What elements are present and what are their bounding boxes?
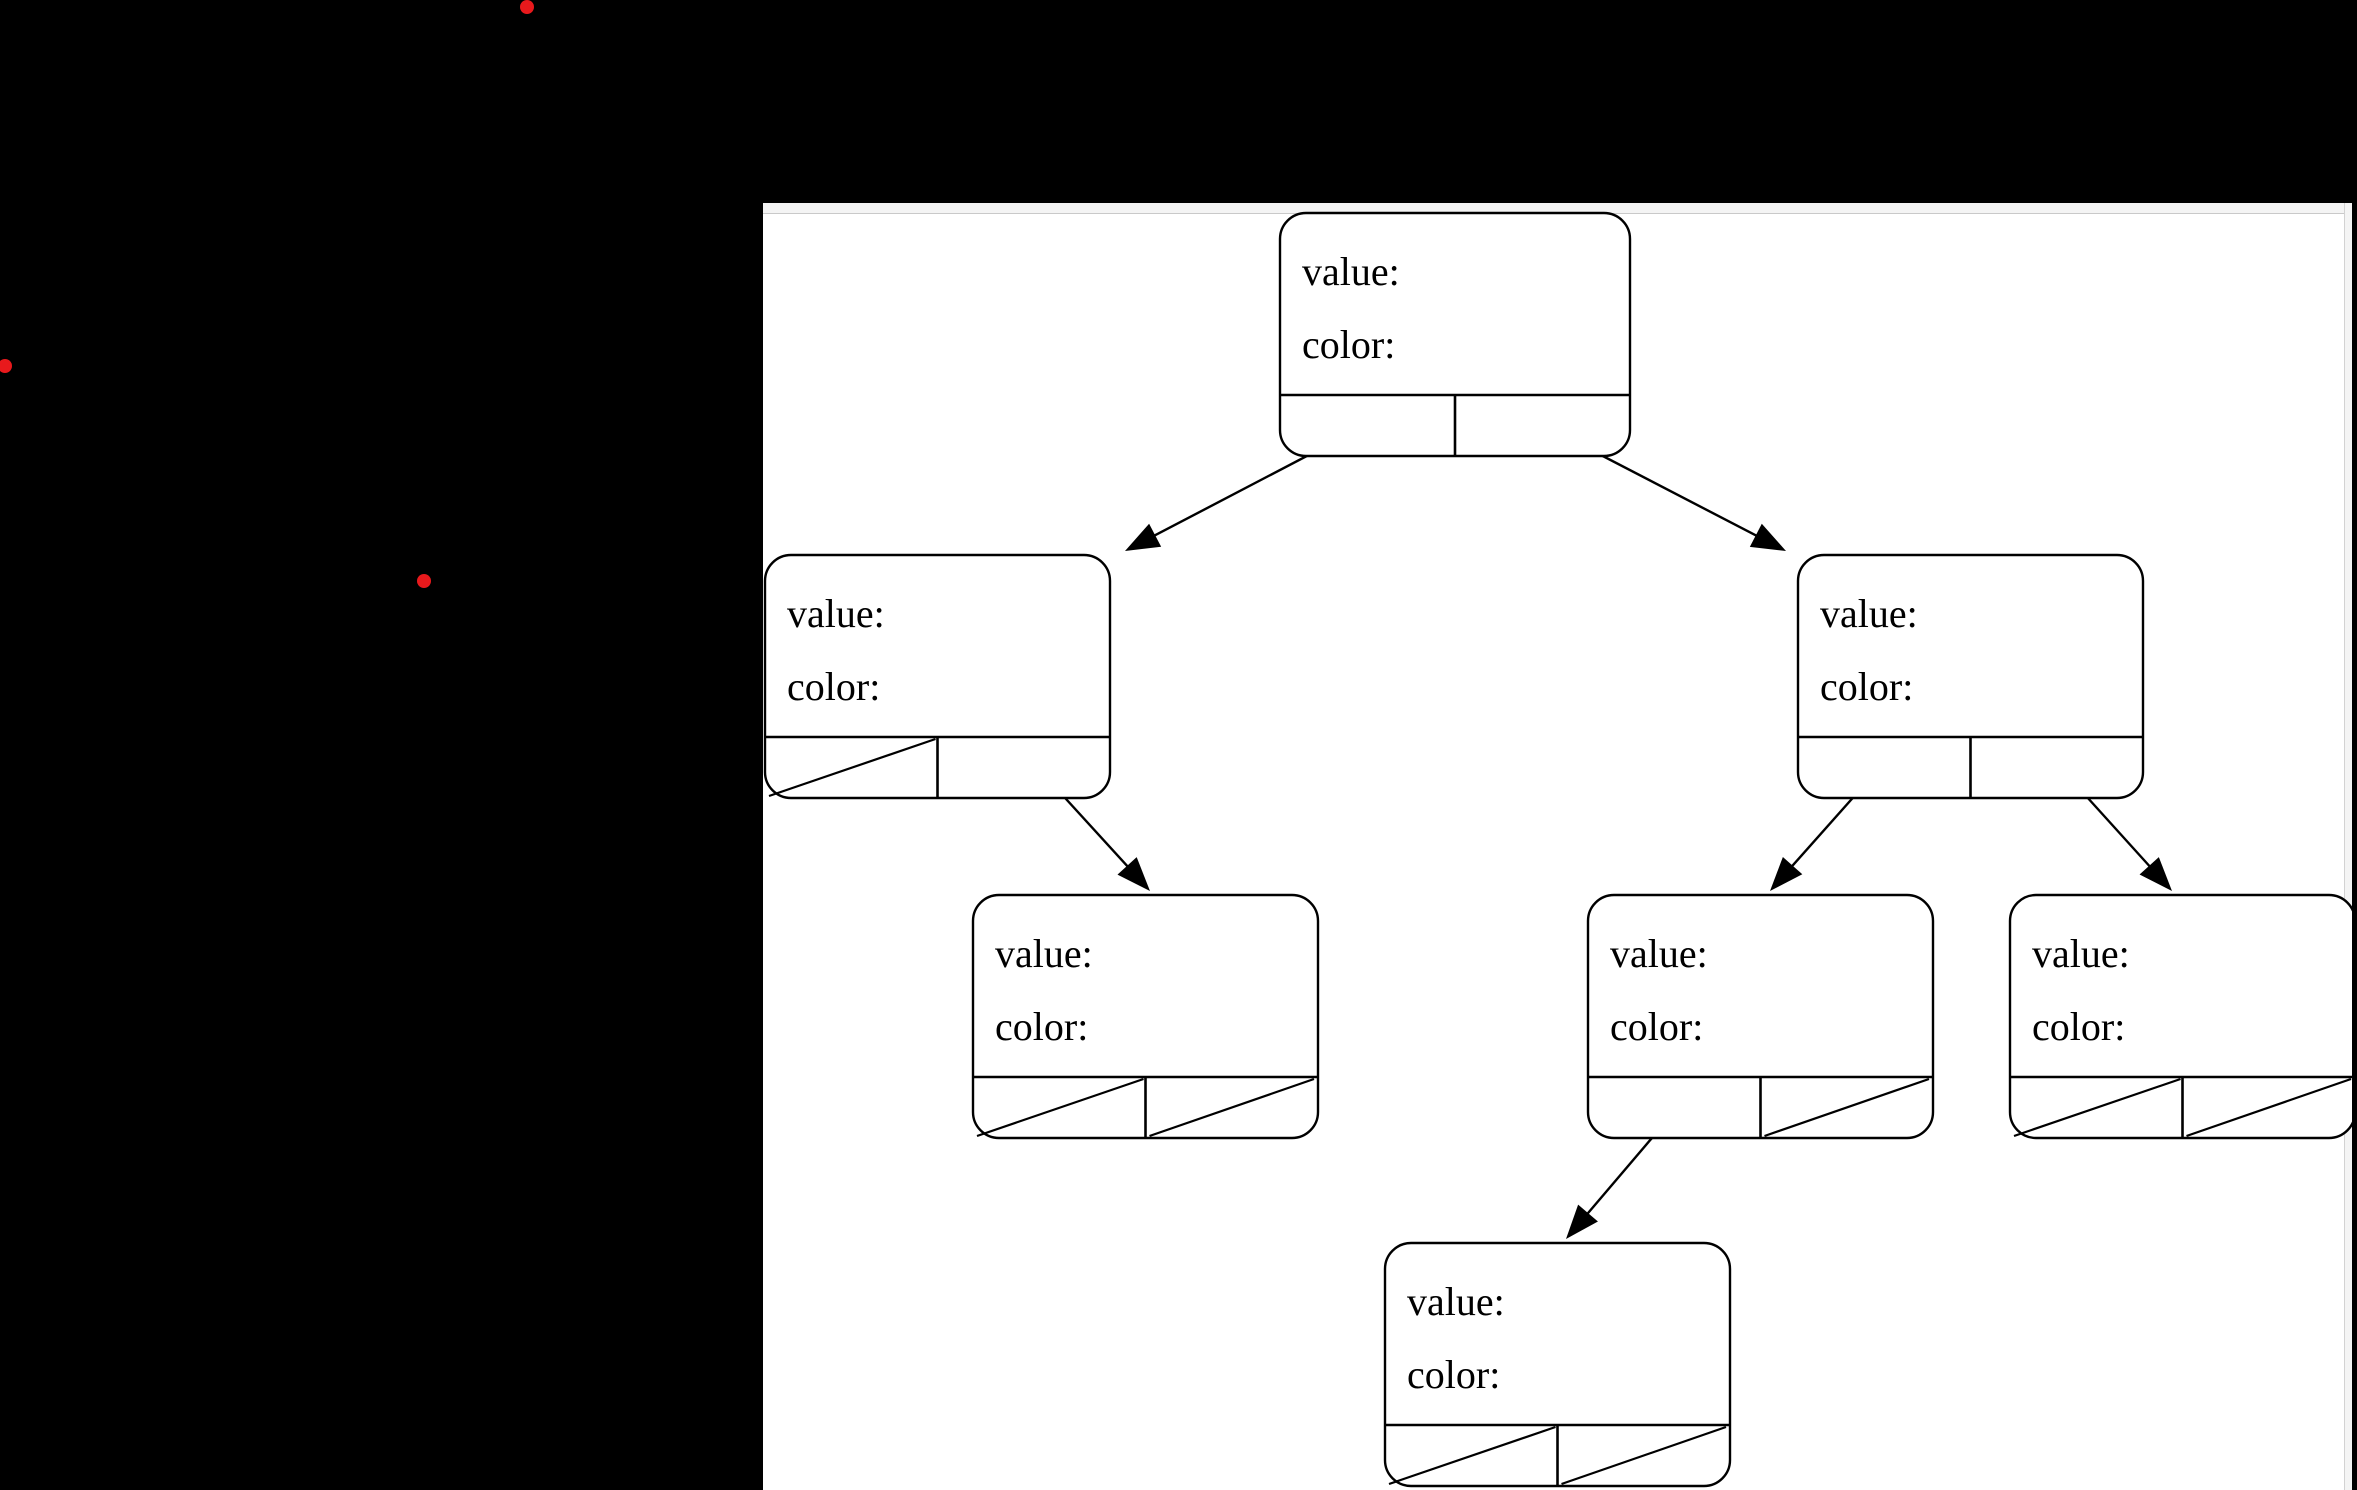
marker-dot-2 (0, 359, 12, 373)
tree-node-right-right-left-null-slash (2013, 1077, 2181, 1138)
tree-node-root-value-label: value: (1302, 249, 1400, 294)
tree-node-deep[interactable]: value: color: (1383, 1241, 1732, 1488)
tree-node-deep-right-null-slash (1561, 1425, 1727, 1486)
edge-left-to-leftright-arrowhead (1117, 857, 1150, 891)
tree-node-right-right-right-null-slash (2186, 1077, 2352, 1138)
diagram-canvas-panel[interactable]: value:color:value:color:value:color:valu… (763, 203, 2352, 1490)
tree-node-deep-color-label: color: (1407, 1352, 1500, 1397)
tree-node-left-right-right-null-slash (1149, 1077, 1315, 1138)
edge-root-to-left-arrowhead (1125, 523, 1162, 551)
tree-node-root-color-label: color: (1302, 322, 1395, 367)
edge-right-to-rightright-arrowhead (2139, 857, 2172, 891)
tree-node-right-right[interactable]: value: color: (2008, 893, 2352, 1140)
tree-nodes: value:color:value:color:value:color:valu… (763, 211, 2352, 1488)
tree-node-left-right[interactable]: value: color: (971, 893, 1320, 1140)
edge-root-to-right-arrowhead (1749, 523, 1786, 551)
tree-node-left-color-label: color: (787, 664, 880, 709)
tree-node-right-left-color-label: color: (1610, 1004, 1703, 1049)
edge-rightleft-to-deep-arrowhead (1566, 1204, 1598, 1239)
marker-dot-3 (417, 574, 431, 588)
tree-node-root[interactable]: value: color: (1278, 211, 1632, 458)
tree-node-left-right-value-label: value: (995, 931, 1093, 976)
tree-node-left-right-color-label: color: (995, 1004, 1088, 1049)
tree-node-right-left[interactable]: value: color: (1586, 893, 1935, 1140)
tree-node-right[interactable]: value: color: (1796, 553, 2145, 800)
tree-node-right-right-color-label: color: (2032, 1004, 2125, 1049)
binary-tree-diagram: value:color:value:color:value:color:valu… (763, 211, 2352, 1488)
tree-node-left[interactable]: value: color: (763, 553, 1112, 800)
tree-node-deep-left-null-slash (1388, 1425, 1556, 1486)
tree-node-right-right-value-label: value: (2032, 931, 2130, 976)
edge-right-to-rightleft-arrowhead (1770, 856, 1803, 891)
tree-node-right-left-value-label: value: (1610, 931, 1708, 976)
tree-node-deep-value-label: value: (1407, 1279, 1505, 1324)
vertical-scrollbar[interactable] (2344, 203, 2352, 1490)
tree-node-left-left-null-slash (768, 737, 936, 798)
tree-node-left-value-label: value: (787, 591, 885, 636)
tree-node-right-value-label: value: (1820, 591, 1918, 636)
tree-node-right-left-right-null-slash (1764, 1077, 1930, 1138)
tree-node-right-color-label: color: (1820, 664, 1913, 709)
marker-dot-1 (520, 0, 534, 14)
tree-node-left-right-left-null-slash (976, 1077, 1144, 1138)
